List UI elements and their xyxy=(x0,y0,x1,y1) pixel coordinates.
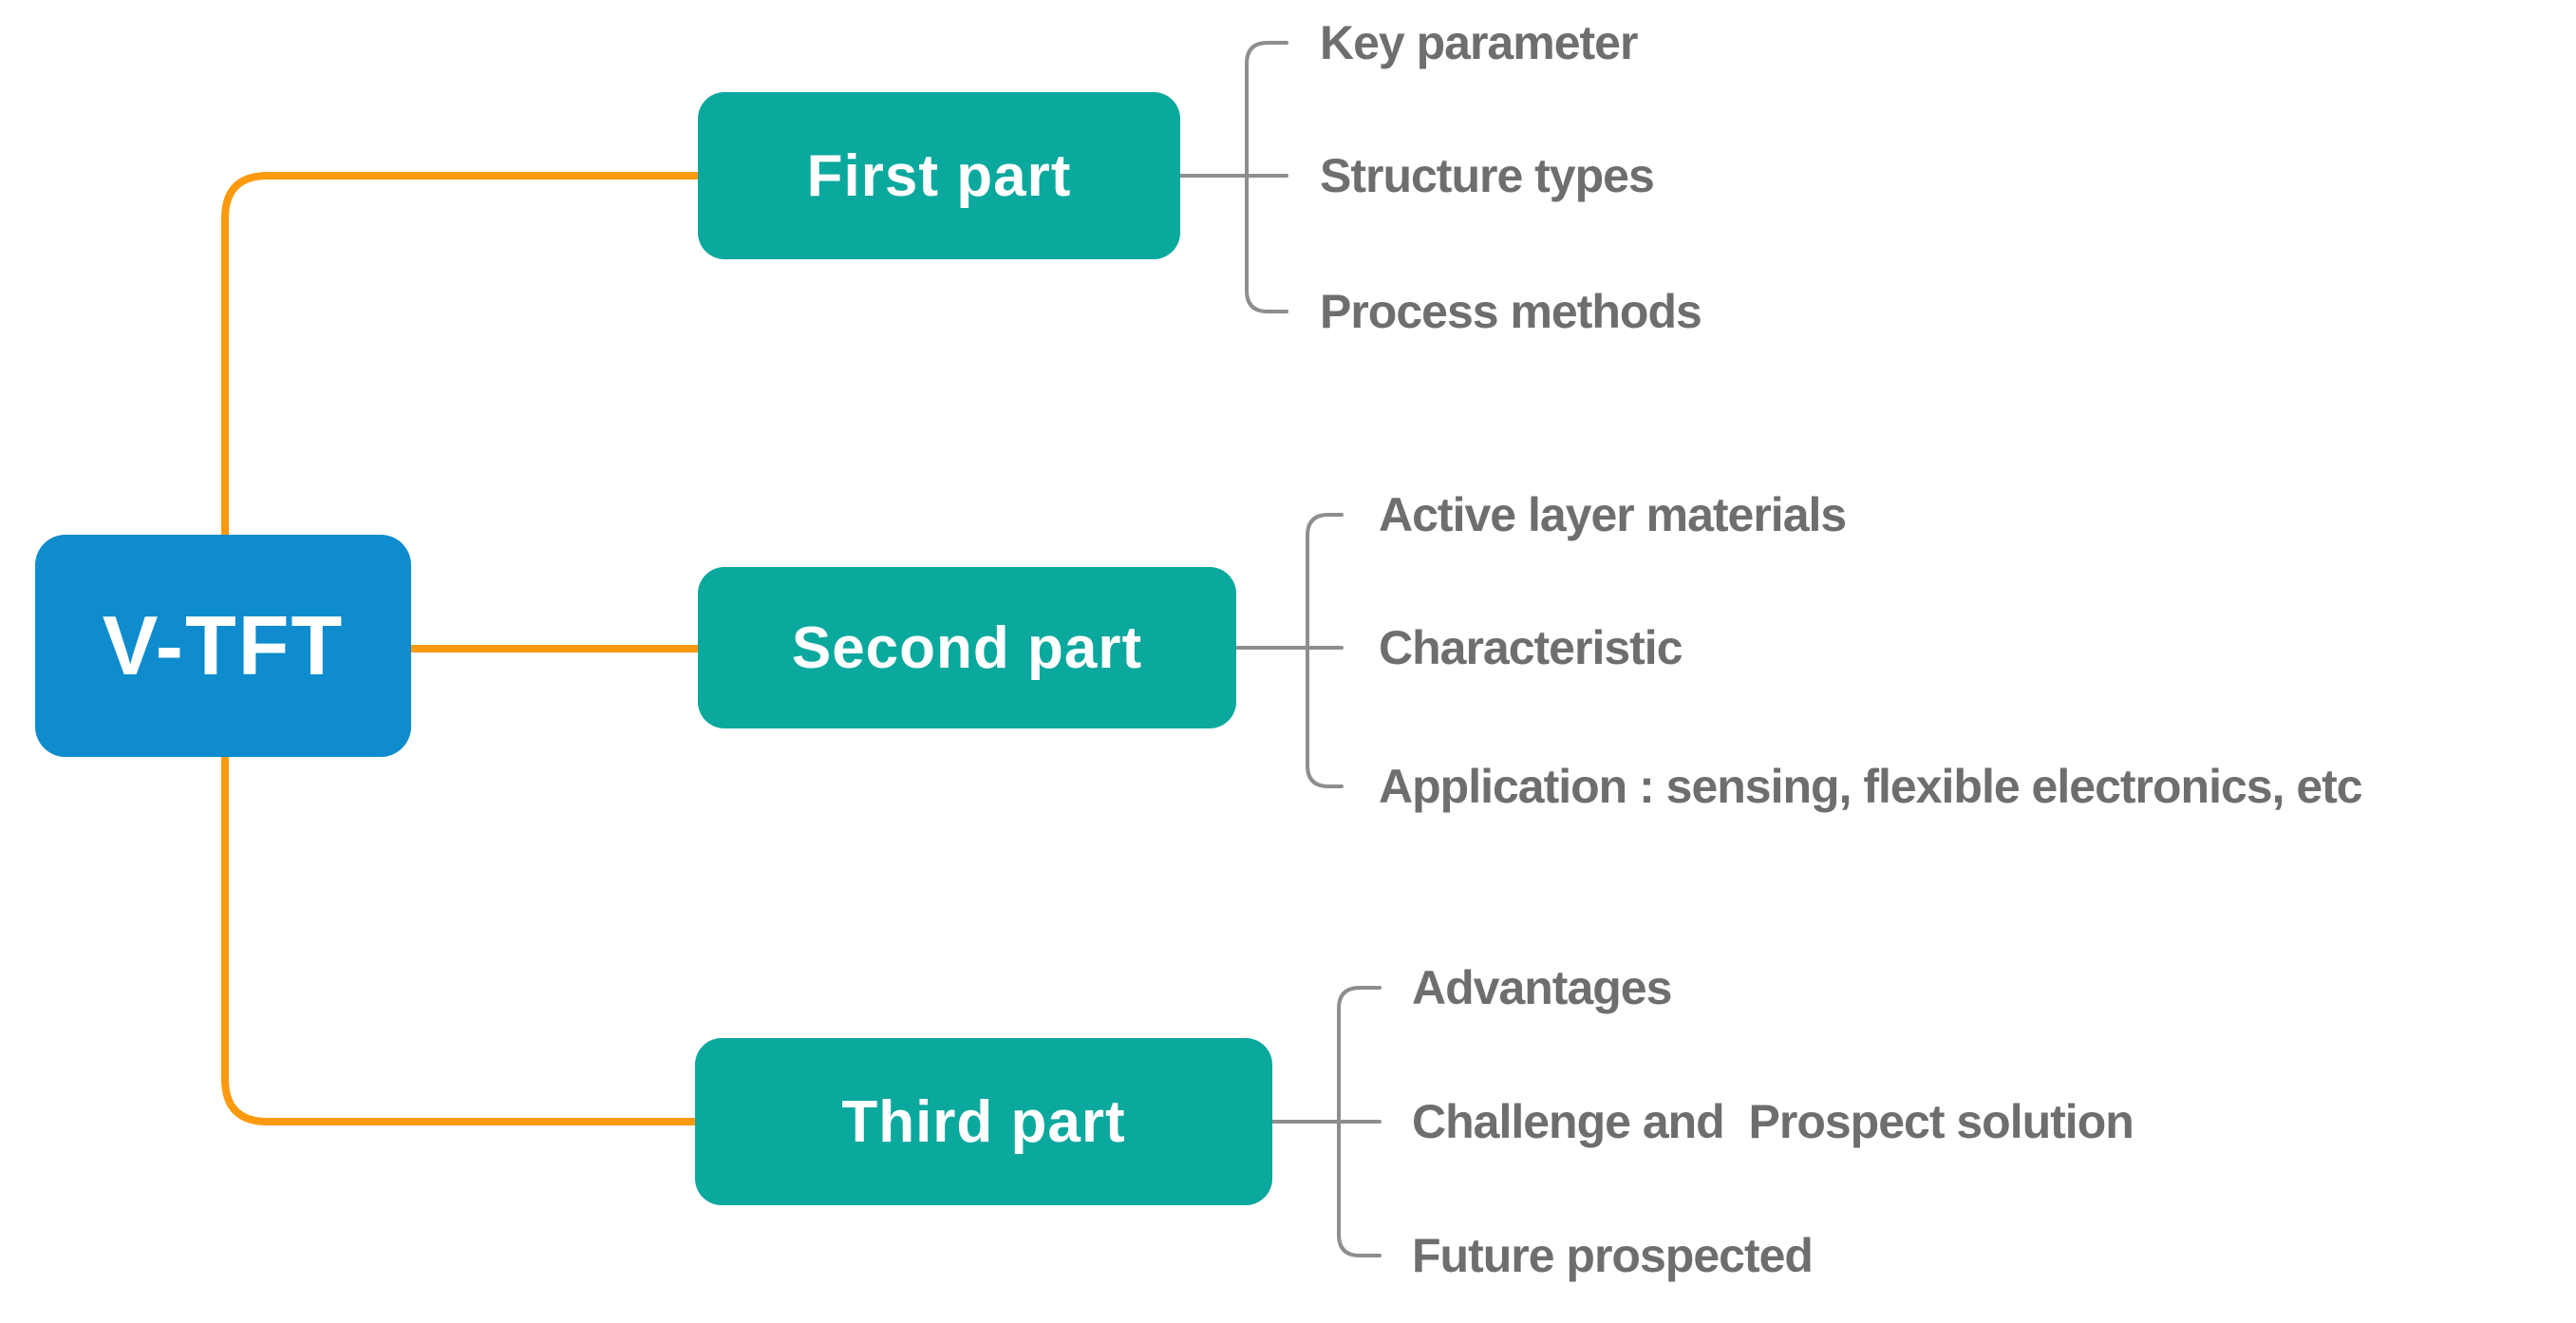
first-branch-bracket-connector xyxy=(1245,41,1288,313)
leaf-characteristic: Characteristic xyxy=(1379,621,1683,674)
branch-node-label: First part xyxy=(806,142,1072,209)
branch-node-second-part: Second part xyxy=(698,567,1236,728)
branch-node-label: Second part xyxy=(791,614,1143,681)
leaf-structure-types: Structure types xyxy=(1320,149,1655,202)
leaf-advantages: Advantages xyxy=(1412,961,1672,1014)
leaf-process-methods: Process methods xyxy=(1320,285,1702,338)
leaf-future-prospected: Future prospected xyxy=(1412,1229,1814,1282)
leaf-active-layer-materials: Active layer materials xyxy=(1379,488,1847,541)
third-branch-bracket-connector xyxy=(1337,986,1382,1257)
spine-root-to-first-connector xyxy=(221,172,702,539)
root-node-vtft: V-TFT xyxy=(35,535,411,757)
branch-node-third-part: Third part xyxy=(695,1038,1272,1205)
branch-node-first-part: First part xyxy=(698,92,1180,259)
leaf-key-parameter: Key parameter xyxy=(1320,16,1638,69)
root-node-label: V-TFT xyxy=(102,598,345,692)
leaf-challenge-and-prospect-solution: Challenge and Prospect solution xyxy=(1412,1095,2134,1148)
branch-node-label: Third part xyxy=(841,1088,1126,1155)
leaf-application: Application : sensing, flexible electron… xyxy=(1379,760,2363,813)
spine-root-to-third-connector xyxy=(221,753,702,1125)
second-branch-bracket-connector xyxy=(1306,513,1344,788)
